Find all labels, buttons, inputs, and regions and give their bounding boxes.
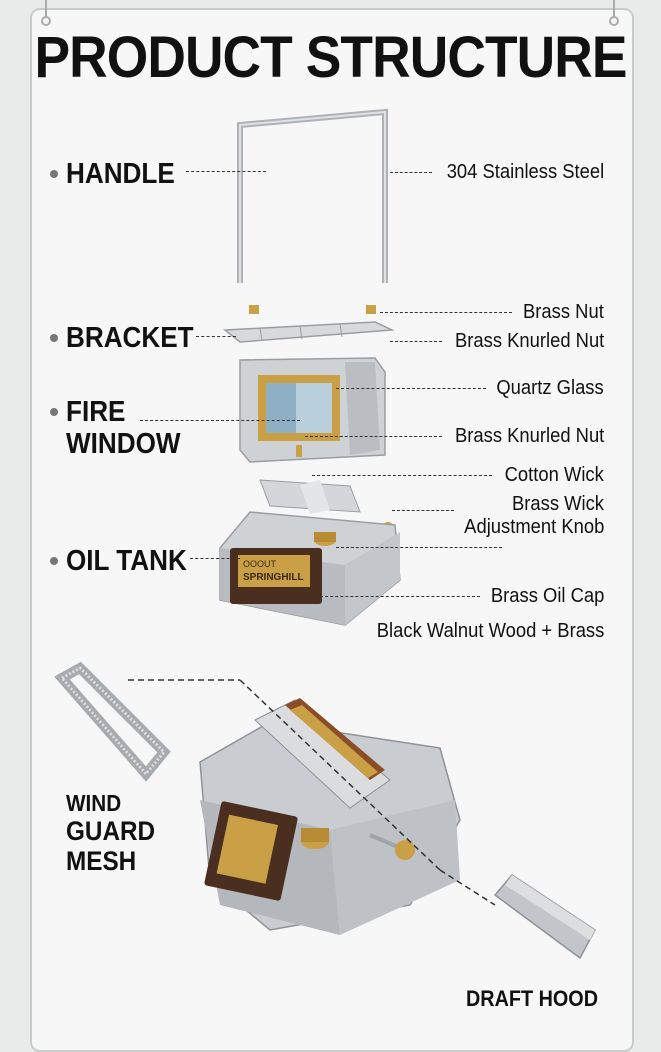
label-draft-hood: DRAFT HOOD — [466, 986, 598, 1011]
section-oil-tank: OIL TANK — [66, 545, 187, 577]
section-fire-window-line1: FIRE — [66, 396, 126, 428]
bullet-oil-tank — [50, 557, 58, 565]
quartz-glass-leader-line — [336, 388, 486, 389]
brand-plate-line2: SPRINGHILL — [243, 572, 304, 583]
label-brass-wick-line2: Adjustment Knob — [463, 516, 604, 538]
fire-window-leader-line — [140, 420, 300, 421]
label-brass-knurled-nut-1: Brass Knurled Nut — [454, 330, 604, 352]
knurled-nut-2-leader-line — [305, 436, 442, 437]
brass-nut-right — [366, 305, 376, 314]
bracket-part — [222, 321, 395, 343]
label-wind-line1: WIND — [66, 790, 122, 816]
brass-nut-leader-line — [380, 312, 512, 313]
left-hanger-hook — [41, 0, 51, 28]
cotton-wick-leader-line — [312, 475, 492, 476]
label-walnut-wood: Black Walnut Wood + Brass — [376, 620, 604, 642]
right-hanger-hook — [609, 0, 619, 28]
label-quartz-glass: Quartz Glass — [496, 377, 604, 399]
section-handle: HANDLE — [66, 158, 175, 190]
material-leader-line — [390, 172, 432, 173]
label-304-stainless-steel: 304 Stainless Steel — [446, 161, 604, 183]
label-brass-oil-cap: Brass Oil Cap — [490, 585, 604, 607]
walnut-leader-line — [320, 596, 480, 597]
label-brass-knurled-nut-2: Brass Knurled Nut — [454, 425, 604, 447]
bracket-leader-line — [196, 336, 236, 337]
bullet-bracket — [50, 334, 58, 342]
label-cotton-wick: Cotton Wick — [504, 464, 604, 486]
draft-hood-part — [493, 874, 596, 960]
label-wind-line2: GUARD — [66, 816, 156, 846]
handle-leader-line — [186, 171, 266, 172]
fire-window-part — [239, 357, 386, 463]
bullet-handle — [50, 170, 58, 178]
brass-nut-left — [249, 305, 259, 314]
section-bracket: BRACKET — [66, 322, 194, 354]
oil-tank-leader-line — [190, 558, 240, 559]
knurled-nut-1-leader-line — [390, 341, 442, 342]
handle-part — [237, 108, 388, 283]
label-brass-nut: Brass Nut — [523, 301, 604, 323]
wind-guard-mesh-part — [54, 661, 171, 782]
label-wind-line3: MESH — [66, 846, 137, 876]
oil-tank-part: OOOUT SPRINGHILL — [219, 511, 401, 626]
bullet-fire-window — [50, 408, 58, 416]
oil-cap-leader-line — [336, 547, 502, 548]
label-brass-wick-line1: Brass Wick — [512, 493, 604, 515]
page-title: PRODUCT STRUCTURE — [34, 25, 627, 90]
assembled-lantern — [199, 698, 461, 935]
brand-plate-line1: OOOUT — [243, 559, 277, 569]
wick-knob-leader-line — [392, 510, 454, 511]
section-fire-window-line2: WINDOW — [66, 428, 181, 460]
